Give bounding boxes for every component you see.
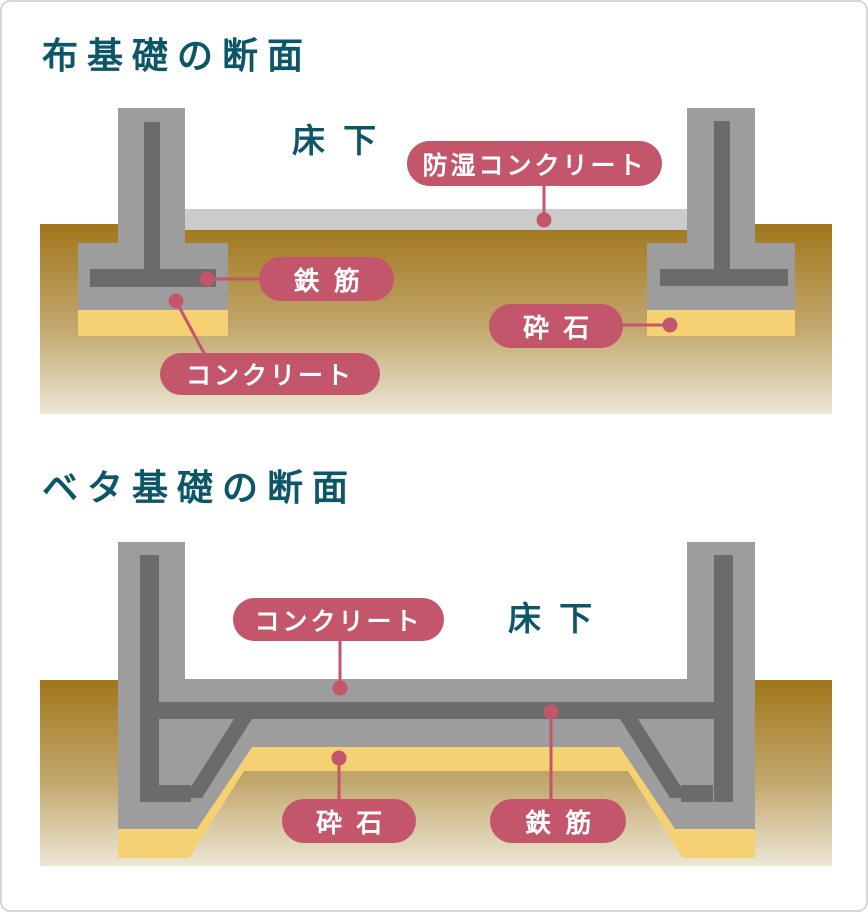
mat-gravel [118, 747, 755, 858]
leader-rebar1-dot [199, 271, 215, 287]
label-concrete-strip: コンクリート [160, 353, 380, 395]
leader-concrete1-dot [168, 293, 184, 309]
leader-gravel1-dot [662, 317, 678, 333]
strip-right-wall-rebar [714, 121, 730, 272]
strip-damp-proof-slab [185, 209, 687, 230]
strip-left-footing-rebar [90, 269, 216, 287]
strip-underfloor-label: 床下 [292, 122, 395, 159]
mat-underfloor-label: 床下 [508, 600, 611, 637]
leader-rebar2-dot [543, 704, 559, 720]
mat-left-foot-rebar [159, 785, 191, 802]
mat-left-wall-rebar [140, 555, 159, 802]
leader-concrete1 [174, 300, 207, 356]
strip-left-wall-rebar [144, 122, 160, 272]
label-rebar-strip: 鉄筋 [259, 257, 395, 301]
strip-left-gravel [78, 310, 228, 336]
strip-right-footing-rebar [660, 269, 788, 286]
label-damp-proof-concrete: 防湿コンクリート [407, 141, 662, 186]
leader-gravel2-dot [331, 750, 347, 766]
mat-slab-rebar [159, 702, 715, 719]
leader-damp-proof-dot [536, 212, 552, 228]
mat-right-wall-rebar [714, 555, 733, 802]
mat-right-foot-rebar [681, 785, 713, 802]
label-gravel-mat: 砕石 [282, 799, 417, 843]
mat-foundation-diagram [40, 542, 832, 866]
leader-concrete2-dot [332, 680, 348, 696]
mat-left-diagonal-rebar [184, 719, 252, 798]
label-gravel-strip: 砕石 [489, 304, 624, 348]
label-rebar-mat: 鉄筋 [490, 799, 627, 843]
mat-right-diagonal-rebar [620, 719, 688, 798]
label-concrete-mat: コンクリート [233, 598, 444, 641]
mat-concrete [118, 542, 755, 829]
strip-section-title: 布基礎の断面 [42, 35, 313, 76]
mat-section-title: ベタ基礎の断面 [42, 467, 358, 508]
